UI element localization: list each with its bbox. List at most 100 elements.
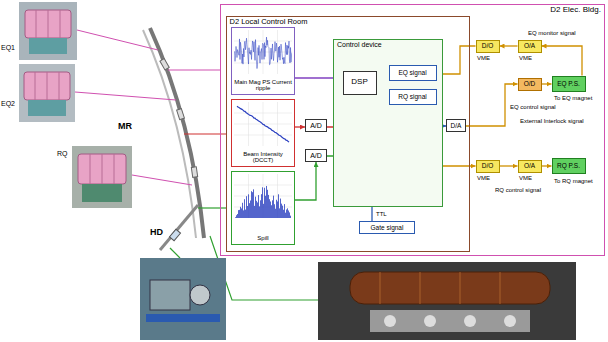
spill-bar: [290, 216, 292, 218]
eq1-photo: [36, 10, 37, 38]
coil-photo: [384, 315, 396, 327]
wire: [170, 248, 180, 258]
coil-photo: [370, 310, 530, 332]
signal-connector: [542, 46, 583, 76]
box-label: D/O: [482, 42, 494, 49]
eq2-photo: [35, 72, 36, 100]
box-label: EQ signal: [398, 69, 426, 76]
coil-photo: [424, 315, 436, 327]
spill-bar: [262, 187, 264, 218]
spill-bar: [273, 196, 275, 218]
spill-bar: [253, 189, 255, 218]
hadron-beamline: [160, 205, 198, 250]
plot-grid: [234, 135, 292, 136]
spill-bar: [244, 199, 246, 218]
eq1-photo: [48, 10, 49, 38]
plot-grid: [263, 174, 264, 218]
plot-image: [234, 30, 292, 74]
coil-photo: [500, 272, 501, 304]
signal-name: RQ control signal: [495, 187, 541, 194]
plot-caption: Main Mag PS Current ripple: [233, 79, 293, 92]
converter-box: A/D: [305, 149, 327, 162]
spill-bar: [282, 206, 284, 218]
box-label: EQ P.S.: [557, 80, 580, 87]
spill-bar: [255, 197, 257, 218]
signal-connector: [295, 126, 305, 127]
coil-photo: [464, 315, 476, 327]
converter-box: A/D: [305, 119, 327, 132]
plot-caption: Spill: [233, 235, 293, 242]
box-label: D/O: [482, 162, 494, 169]
room-region: D2 Local Control RoomMain Mag PS Current…: [226, 16, 470, 252]
building-region: D2 Elec. Bldg.D2 Local Control RoomMain …: [220, 4, 605, 256]
monitor-photo: [146, 314, 220, 322]
coil-photo: [420, 272, 421, 304]
plot-caption: Beam Intensity (DCCT): [233, 151, 293, 164]
spill-bar: [258, 195, 260, 218]
wire: [168, 69, 220, 70]
monitor-photo: [140, 258, 226, 340]
ring-label: MR: [118, 122, 132, 132]
control-device: Control deviceDSPEQ signalRQ signal: [333, 39, 443, 207]
spill-bar: [251, 191, 253, 218]
signal-name: EQ control signal: [510, 104, 556, 111]
box-label: RQ P.S.: [557, 162, 580, 169]
box-label: O/D: [524, 80, 536, 87]
plot-grid: [263, 30, 264, 74]
box-label: O/A: [524, 42, 535, 49]
wire: [132, 175, 192, 185]
box-label: O/A: [524, 162, 535, 169]
plot-image: [234, 174, 292, 218]
bus-label: VME: [519, 55, 532, 62]
io-box: D/O: [476, 160, 500, 173]
signal-box: EQ signal: [389, 65, 437, 81]
rq-photo: [114, 154, 115, 184]
coil-photo: [350, 272, 550, 304]
rq-photo: [78, 154, 126, 184]
eq2-photo: [19, 64, 75, 122]
eq1-photo: [25, 10, 71, 38]
monitor-photo: [150, 280, 190, 310]
plot-image: [234, 102, 292, 146]
ripple-trace: [234, 37, 292, 68]
spill-bar: [284, 204, 286, 218]
spill-plot: Spill: [231, 171, 295, 245]
spill-bar: [248, 194, 250, 218]
destination-label: To EQ magnet: [554, 95, 592, 102]
spill-bar: [267, 190, 269, 218]
rq-photo: [82, 184, 122, 202]
spill-bar: [266, 186, 268, 218]
power-supply: RQ P.S.: [552, 158, 586, 174]
eq1-photo: [29, 38, 67, 54]
destination-label: To RQ magnet: [554, 178, 593, 185]
hadron-beamline: [160, 205, 198, 250]
coil-photo: [380, 272, 381, 304]
signal-connector: [466, 84, 518, 126]
spill-bar: [287, 208, 289, 218]
beamline-label: HD: [150, 228, 163, 238]
eq2-photo: [28, 100, 66, 116]
monitor-photo: [140, 258, 226, 340]
eq2-photo: [59, 72, 60, 100]
io-box: D/O: [476, 40, 500, 53]
coil-photo: [460, 272, 461, 304]
photo-label: EQ2: [1, 100, 15, 108]
monitor-photo: [190, 285, 210, 305]
bus-label: VME: [477, 175, 490, 182]
photo-label: EQ1: [1, 44, 15, 52]
plot-grid: [277, 174, 278, 218]
eq2-photo: [19, 64, 75, 122]
signal-name: TTL: [376, 211, 387, 218]
spill-bar: [278, 194, 280, 218]
signal-connector: [542, 165, 552, 166]
bus-label: VME: [477, 55, 490, 62]
plot-ground: [234, 102, 292, 146]
spill-bar: [256, 201, 258, 218]
hadron-beamline: [169, 229, 180, 241]
signal-name: External Interlock signal: [520, 118, 584, 125]
box-label: DSP: [351, 78, 367, 87]
optical-box: O/A: [518, 40, 542, 53]
eq1-photo: [60, 10, 61, 38]
spill-bar: [238, 210, 240, 218]
